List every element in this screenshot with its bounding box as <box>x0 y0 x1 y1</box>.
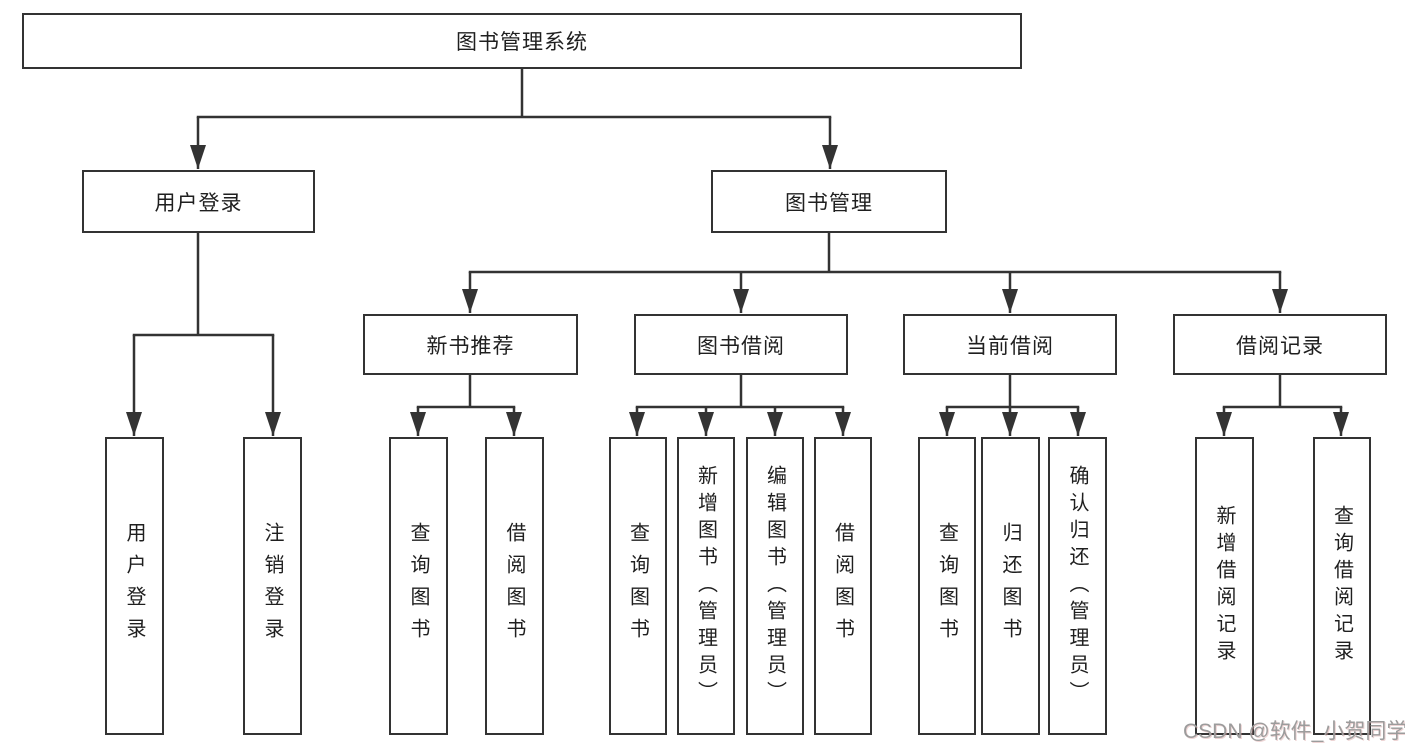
leaf-bb-edit-book: 编辑图书（管理员） <box>746 437 804 735</box>
leaf-cb-confirm-return: 确认归还（管理员） <box>1048 437 1107 735</box>
node-book-borrow: 图书借阅 <box>634 314 848 375</box>
leaf-user-login: 用户登录 <box>105 437 164 735</box>
leaf-rec-borrow-book-label: 借阅图书 <box>503 522 525 650</box>
leaf-bb-borrow-book-label: 借阅图书 <box>831 522 854 650</box>
leaf-logout: 注销登录 <box>243 437 302 735</box>
node-book-borrow-label: 图书借阅 <box>697 334 785 358</box>
leaf-bb-add-book-label: 新增图书（管理员） <box>694 464 717 708</box>
leaf-bb-borrow-book: 借阅图书 <box>814 437 872 735</box>
leaf-cb-return-book-label: 归还图书 <box>999 522 1021 650</box>
leaf-rec-query-book: 查询图书 <box>389 437 448 735</box>
leaf-bb-add-book: 新增图书（管理员） <box>677 437 735 735</box>
leaf-bb-edit-book-label: 编辑图书（管理员） <box>763 464 786 708</box>
leaf-br-add-record: 新增借阅记录 <box>1195 437 1254 735</box>
node-root-label: 图书管理系统 <box>456 31 588 54</box>
csdn-watermark: CSDN @软件_小贺同学 <box>1183 720 1405 743</box>
node-book-management-label: 图书管理 <box>785 191 873 215</box>
node-borrow-record: 借阅记录 <box>1173 314 1387 375</box>
node-book-management: 图书管理 <box>711 170 947 233</box>
leaf-cb-query-book: 查询图书 <box>918 437 976 735</box>
leaf-cb-query-book-label: 查询图书 <box>935 522 958 650</box>
leaf-logout-label: 注销登录 <box>261 522 283 650</box>
node-root: 图书管理系统 <box>22 13 1022 69</box>
leaf-cb-return-book: 归还图书 <box>981 437 1040 735</box>
leaf-cb-confirm-return-label: 确认归还（管理员） <box>1066 464 1088 708</box>
leaf-user-login-label: 用户登录 <box>123 522 145 650</box>
leaf-br-query-record: 查询借阅记录 <box>1313 437 1371 735</box>
node-borrow-record-label: 借阅记录 <box>1236 334 1324 358</box>
node-new-book-recommend: 新书推荐 <box>363 314 578 375</box>
node-user-login-label: 用户登录 <box>154 191 243 215</box>
node-current-borrow-label: 当前借阅 <box>966 334 1054 358</box>
leaf-bb-query-book: 查询图书 <box>609 437 667 735</box>
node-user-login: 用户登录 <box>82 170 315 233</box>
node-current-borrow: 当前借阅 <box>903 314 1117 375</box>
leaf-br-query-record-label: 查询借阅记录 <box>1330 505 1353 667</box>
leaf-rec-query-book-label: 查询图书 <box>407 522 429 650</box>
leaf-br-add-record-label: 新增借阅记录 <box>1213 505 1235 667</box>
leaf-bb-query-book-label: 查询图书 <box>626 522 649 650</box>
node-new-book-recommend-label: 新书推荐 <box>426 334 515 358</box>
leaf-rec-borrow-book: 借阅图书 <box>485 437 544 735</box>
